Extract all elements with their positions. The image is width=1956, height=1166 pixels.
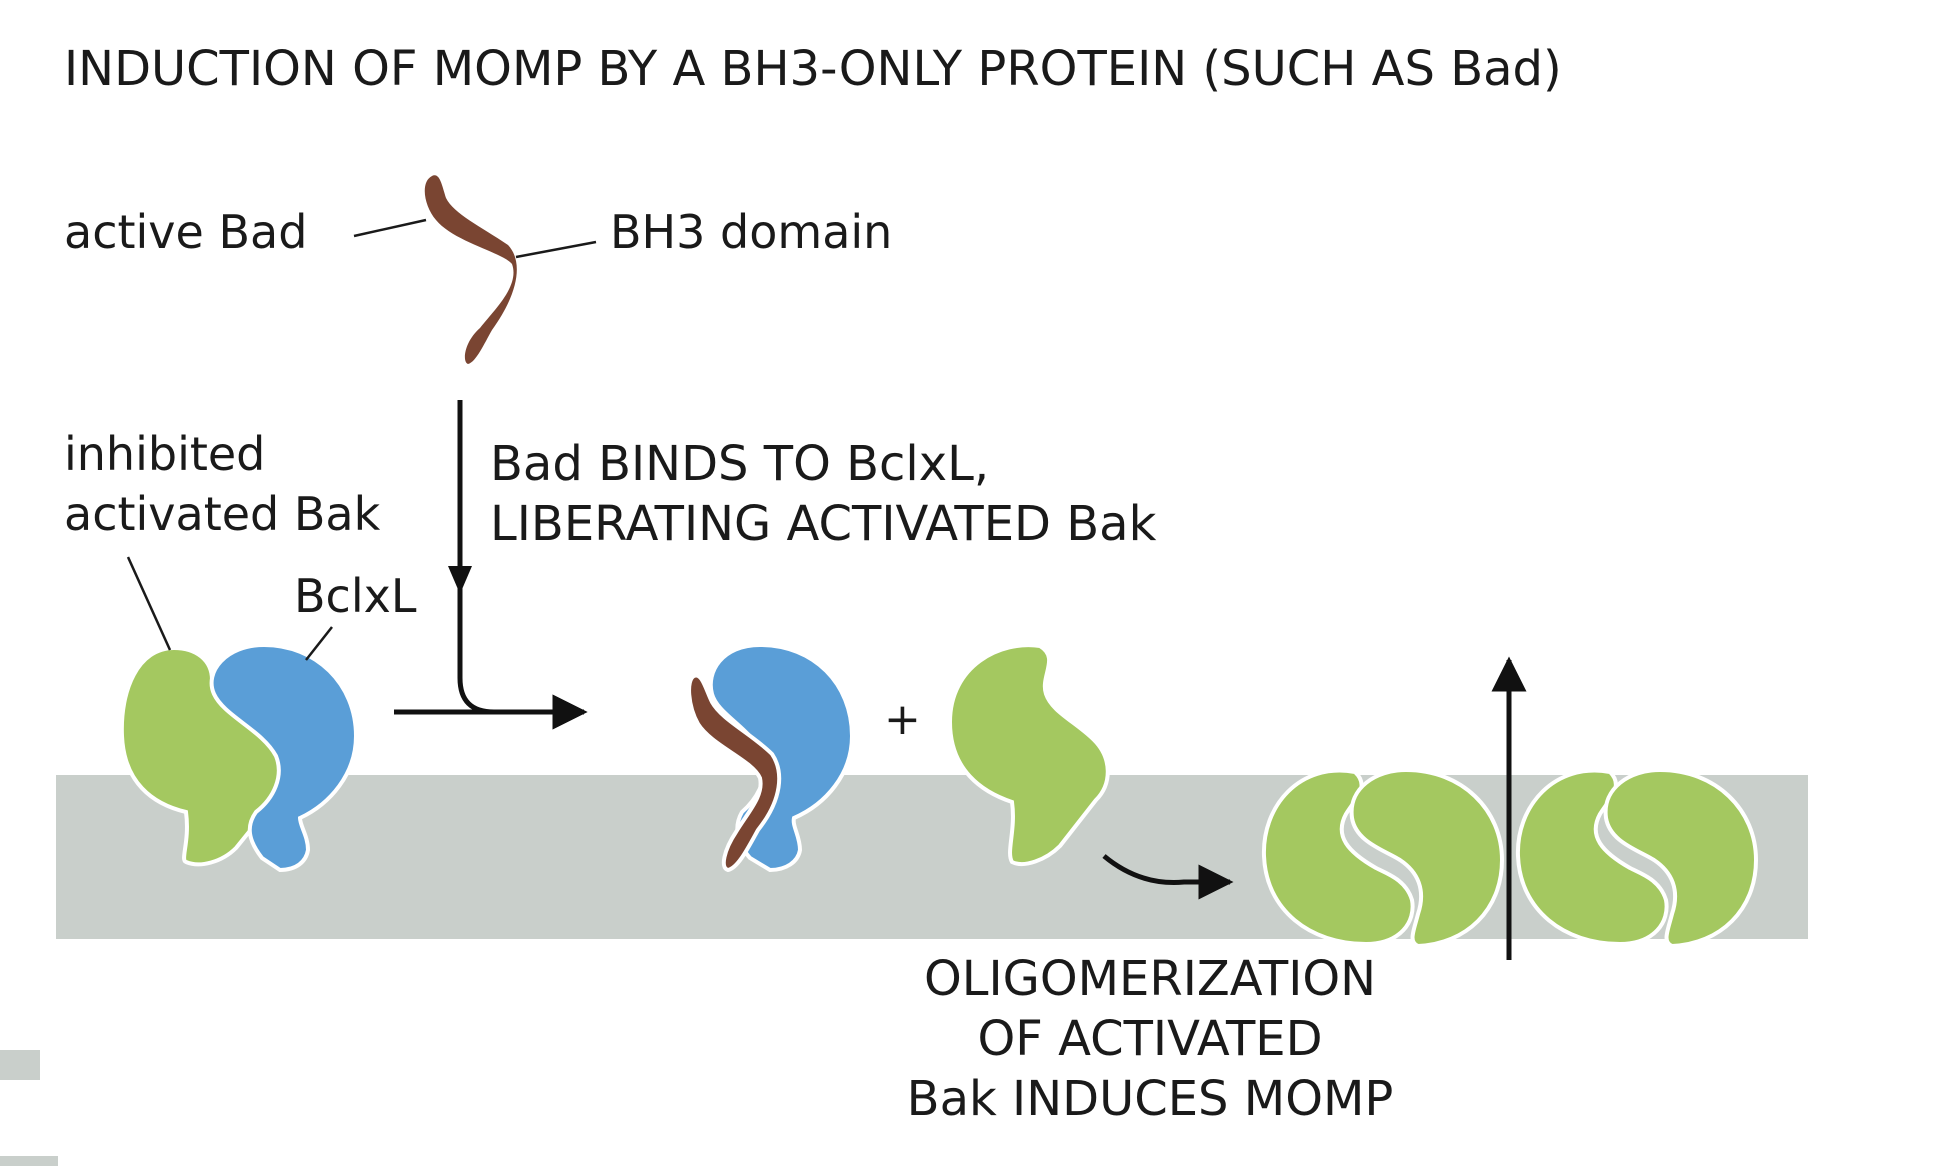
step-label-line1: Bad BINDS TO BclxL, xyxy=(490,436,989,492)
inhibited-label-line2: activated Bak xyxy=(64,487,381,541)
bclxl-label: BclxL xyxy=(294,569,417,623)
free-activated-bak xyxy=(947,643,1110,866)
plus-sign: + xyxy=(884,694,921,745)
active-bad-label: active Bad xyxy=(64,205,307,259)
oligomerization-arrow xyxy=(1102,854,1234,900)
inhibited-bak-leader xyxy=(126,556,172,651)
oligomerization-caption-line2: OF ACTIVATED xyxy=(977,1011,1322,1067)
oligomerization-caption-line1: OLIGOMERIZATION xyxy=(924,951,1376,1007)
active-bad-leader xyxy=(353,218,427,238)
bak-oligomer-right xyxy=(1515,767,1759,949)
oligomerization-caption-line3: Bak INDUCES MOMP xyxy=(907,1071,1394,1127)
bad-binding-down-arrowhead xyxy=(448,566,472,594)
step-label-line2: LIBERATING ACTIVATED Bak xyxy=(490,496,1157,552)
bclxl-leader xyxy=(305,626,333,661)
membrane xyxy=(56,775,1808,939)
bh3-domain-label: BH3 domain xyxy=(610,205,892,259)
edge-fragment xyxy=(0,1050,40,1080)
bad-bound-brown xyxy=(687,673,782,873)
bh3-domain-leader xyxy=(515,240,597,259)
active-bad-protein xyxy=(424,175,517,364)
diagram-title: INDUCTION OF MOMP BY A BH3-ONLY PROTEIN … xyxy=(64,41,1562,97)
bclxl-protein-blue xyxy=(209,642,359,873)
inhibited-label-line1: inhibited xyxy=(64,427,265,481)
edge-fragment xyxy=(0,1156,58,1166)
bak-oligomer-left xyxy=(1261,767,1505,949)
